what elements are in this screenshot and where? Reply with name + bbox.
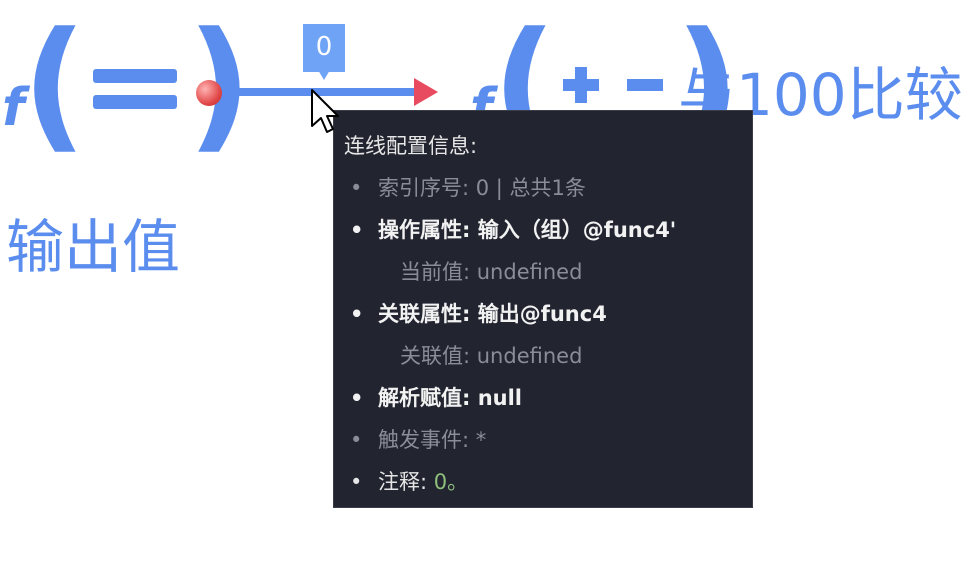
tooltip-row-target-property: • 操作属性: 输入（组）@func4' [344,209,742,251]
mouse-pointer-icon [311,89,339,133]
tooltip-row-text: 关联属性: 输出@func4 [378,302,607,326]
connection-line[interactable] [222,88,422,96]
tooltip-row-trigger-event: • 触发事件: * [344,419,742,461]
tooltip-row-linked-property: • 关联属性: 输出@func4 [344,293,742,335]
bullet-icon: • [350,386,364,410]
tooltip-row-text: 触发事件: * [378,428,487,452]
equals-icon [92,55,181,115]
left-paren: ( [22,2,87,167]
connection-info-tooltip: 连线配置信息: • 索引序号: 0 | 总共1条 • 操作属性: 输入（组）@f… [333,110,753,508]
left-node-label: 输出值 [6,213,181,281]
bullet-icon: • [350,176,363,200]
tooltip-row-index: • 索引序号: 0 | 总共1条 [344,167,742,209]
bullet-icon: • [350,218,364,242]
tooltip-row-comment: • 注释: 0。 [344,461,742,503]
tooltip-row-text: 索引序号: 0 | 总共1条 [378,176,586,200]
tooltip-title: 连线配置信息: [344,134,478,158]
tooltip-row-text: 操作属性: 输入（组）@func4' [378,218,677,242]
bullet-icon: • [350,470,363,494]
connection-start-handle[interactable] [196,80,222,106]
left-node-f-glyph: f [2,78,25,138]
connection-index-badge[interactable]: 0 [303,24,345,72]
tooltip-row-linked-value: 关联值: undefined [400,344,583,368]
tooltip-row-text: 解析赋值: null [378,386,523,410]
tooltip-row-parse-assign: • 解析赋值: null [344,377,742,419]
tooltip-row-value: 0。 [433,470,469,494]
tooltip-row-label: 注释: [378,470,434,494]
tooltip-row-current-value: 当前值: undefined [400,260,583,284]
bullet-icon: • [350,302,364,326]
badge-pointer [318,70,330,80]
bullet-icon: • [350,428,363,452]
connection-arrow-icon[interactable] [414,78,438,106]
